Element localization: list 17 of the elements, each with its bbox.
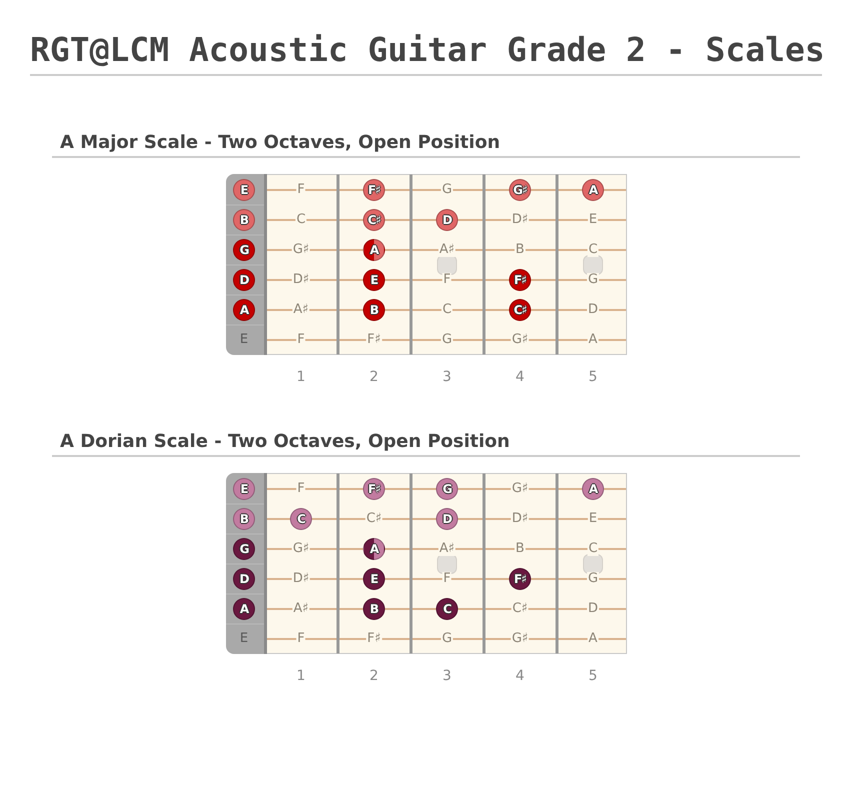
note-name: C <box>587 542 599 556</box>
fret-number: 5 <box>588 369 598 385</box>
fret-number: 1 <box>296 668 306 684</box>
note-name: C <box>587 243 599 257</box>
fret-number: 2 <box>370 668 378 684</box>
note-name: A♯ <box>438 243 456 257</box>
note-name: A♯ <box>438 542 456 556</box>
fret-number: 3 <box>442 668 452 684</box>
page-title: RGT@LCM Acoustic Guitar Grade 2 - Scales <box>30 30 825 70</box>
fret-number: 4 <box>516 668 524 684</box>
section-heading: A Major Scale - Two Octaves, Open Position <box>60 132 500 154</box>
fret-number: 2 <box>370 369 378 385</box>
fret-number: 5 <box>588 668 598 684</box>
fret-number: 1 <box>296 369 306 385</box>
section-heading: A Dorian Scale - Two Octaves, Open Position <box>60 431 510 453</box>
fret-number: 3 <box>442 369 452 385</box>
fret-number: 4 <box>516 369 524 385</box>
